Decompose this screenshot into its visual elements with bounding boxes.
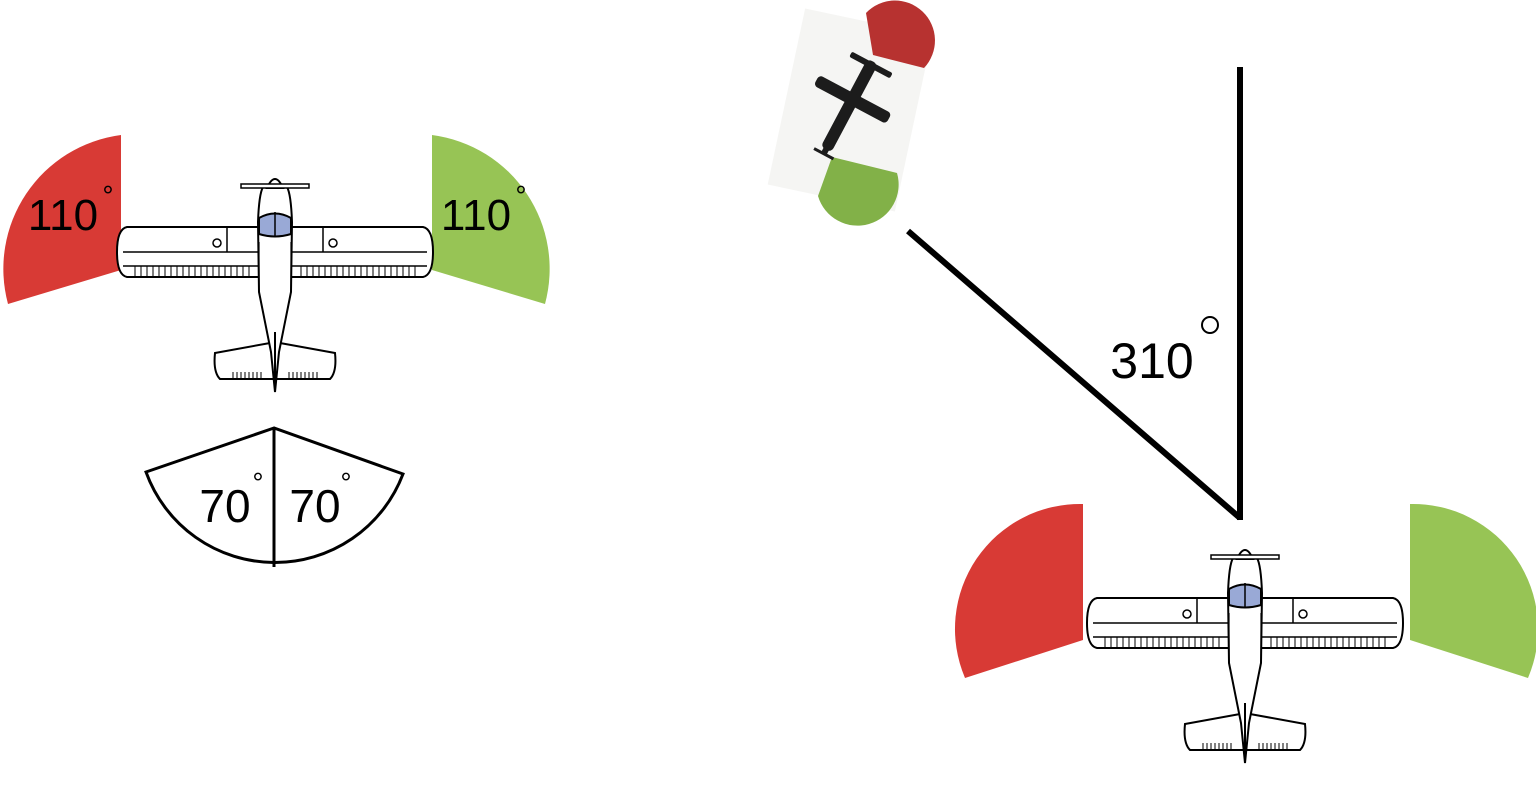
tail-left-degree-symbol: °	[252, 467, 263, 498]
airplane-top-view-icon	[116, 178, 434, 393]
starboard-green-sector	[432, 135, 550, 304]
angle-degree-symbol	[1201, 316, 1219, 334]
right-port-red-sector	[954, 503, 1083, 678]
distant-airplane-icon	[813, 52, 892, 161]
distant-red-light	[866, 0, 935, 69]
distant-green-light	[818, 157, 899, 226]
airplane-top-view-icon	[1086, 549, 1404, 764]
tail-right-label: 70	[289, 480, 340, 532]
angle-label: 310	[1110, 333, 1193, 389]
left-figure: 110 ° 110 ° 70 ° 70 °	[3, 135, 550, 567]
starboard-degree-symbol: °	[515, 180, 526, 211]
port-degree-symbol: °	[102, 180, 113, 211]
starboard-sector-label: 110	[441, 191, 511, 240]
tail-left-label: 70	[199, 480, 250, 532]
tail-right-degree-symbol: °	[340, 467, 351, 498]
angle-line-bearing	[906, 228, 1242, 521]
right-starboard-green-sector	[1410, 503, 1536, 678]
port-sector-label: 110	[28, 191, 98, 240]
right-figure: 310	[767, 0, 1536, 764]
port-red-sector	[3, 135, 122, 304]
